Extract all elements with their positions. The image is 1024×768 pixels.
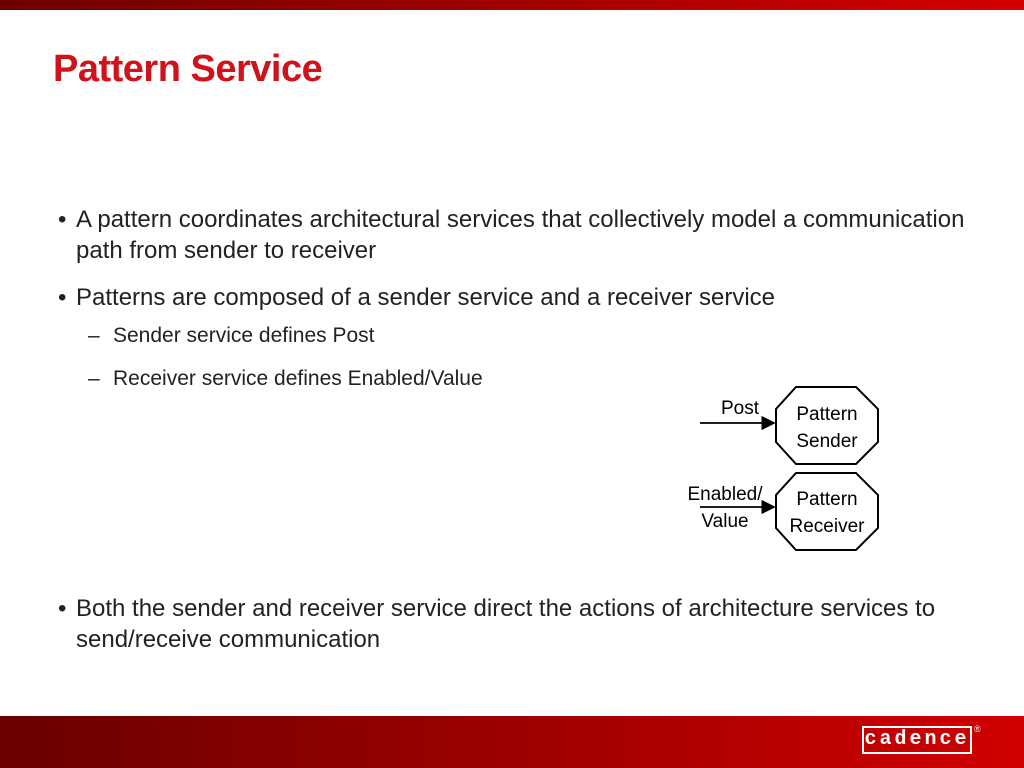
receiver-line2: Receiver [790,516,866,537]
bullet-list: • A pattern coordinates architectural se… [58,204,978,408]
sub-bullet-mark: – [88,324,100,347]
registered-mark: ® [974,724,981,734]
pattern-sender-octagon [775,386,879,465]
bullet-item: • A pattern coordinates architectural se… [58,204,978,266]
pattern-receiver-octagon [775,472,879,551]
sub-bullet-item: – Receiver service defines Enabled/Value [58,365,978,393]
sub-bullet-text: Sender service defines Post [113,324,375,347]
enabled-label: Enabled/ [687,484,763,505]
bullet-text: Patterns are composed of a sender servic… [76,284,776,311]
sub-bullet-item: – Sender service defines Post [58,322,978,350]
top-accent-bar [0,0,1024,10]
sender-line2: Sender [796,431,858,452]
post-label: Post [721,398,760,419]
bullet-text: Both the sender and receiver service dir… [76,595,936,653]
pattern-diagram: Post Pattern Sender Enabled/ Value Patte… [687,386,879,551]
bullet-list-bottom: • Both the sender and receiver service d… [58,593,988,655]
bottom-accent-bar [0,716,1024,768]
bullet-mark: • [58,206,67,233]
cadence-logo: cadence [862,726,972,754]
receiver-line1: Pattern [796,489,857,510]
sub-bullet-text: Receiver service defines Enabled/Value [113,367,483,390]
bullet-item: • Both the sender and receiver service d… [58,593,988,655]
bullet-item: • Patterns are composed of a sender serv… [58,282,978,313]
bullet-mark: • [58,284,67,311]
bullet-mark: • [58,595,67,622]
bullet-text: A pattern coordinates architectural serv… [76,206,965,264]
sub-bullet-mark: – [88,367,100,390]
sender-line1: Pattern [796,404,857,425]
value-label: Value [701,511,748,532]
slide-title: Pattern Service [53,48,323,90]
